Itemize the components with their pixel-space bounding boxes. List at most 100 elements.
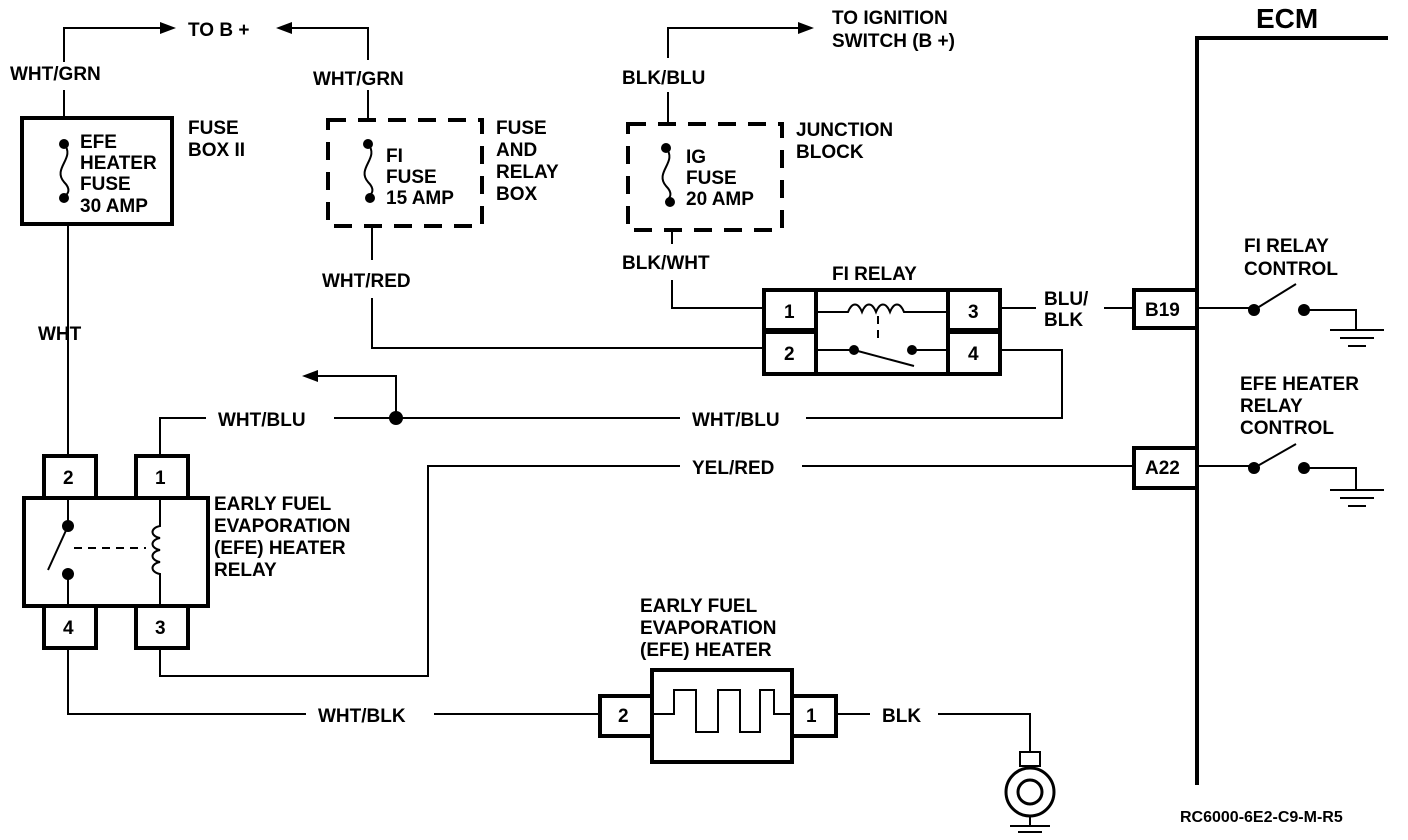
- fi-relay-pin-3: 3: [968, 302, 979, 323]
- efe-relay-pin-box: [134, 454, 190, 500]
- ground-terminal-icon: [1019, 751, 1041, 767]
- ig-fuse-line-3: 20 AMP: [686, 189, 754, 210]
- relay-switch-icon: [47, 525, 69, 571]
- fuse-icon: [661, 147, 672, 203]
- ground-eyelet-icon: [1004, 766, 1056, 818]
- to-ignition-label-2: SWITCH (B +): [832, 31, 955, 52]
- efe-relay-pin-box: [134, 604, 190, 650]
- fuse-relay-box-outline: [326, 118, 484, 228]
- terminal-dot: [665, 197, 675, 207]
- fuse-icon: [363, 143, 374, 199]
- efe-fuse-box: [20, 116, 174, 226]
- fuse-box-ii-line-2: BOX II: [188, 140, 245, 161]
- efe-relay-pin-4: 4: [63, 618, 74, 639]
- fuse-relay-box-line-1: FUSE: [496, 118, 547, 139]
- wire-label-blu-blk-2: BLK: [1044, 310, 1083, 331]
- wire-wht-blu-right: [806, 349, 1063, 419]
- efe-relay-line-3: (EFE) HEATER: [214, 538, 346, 559]
- wire-wht-blk-left: [67, 648, 306, 715]
- efe-heater-pin-box: [790, 694, 838, 738]
- fi-relay-control-line-1: FI RELAY: [1244, 236, 1329, 257]
- ecm-pin-a22: A22: [1145, 458, 1180, 479]
- wire-wht-red: [371, 298, 764, 349]
- efe-relay-pin-1: 1: [155, 468, 166, 489]
- to-b-plus-label: TO B +: [188, 20, 249, 41]
- fi-relay-pin-box: [762, 330, 818, 376]
- wire-to-ignition: [667, 27, 800, 58]
- wire-to-b-plus-left: [63, 27, 164, 62]
- ecm-pin-b19: B19: [1145, 300, 1180, 321]
- fi-relay-pin-4: 4: [968, 344, 979, 365]
- fi-fuse-line-3: 15 AMP: [386, 188, 454, 209]
- terminal-dot: [59, 193, 69, 203]
- to-ignition-label-1: TO IGNITION: [832, 8, 948, 29]
- efe-heater-line-1: EARLY FUEL: [640, 596, 758, 617]
- wire-label-blu-blk-1: BLU/: [1044, 289, 1089, 310]
- wire-label-wht-grn-mid: WHT/GRN: [313, 69, 404, 90]
- wire-label-wht-blu-right: WHT/BLU: [692, 410, 780, 431]
- ecm-switch-icon: [1253, 283, 1297, 311]
- wire-label-wht: WHT: [38, 324, 82, 345]
- reference-code: RC6000-6E2-C9-M-R5: [1180, 809, 1343, 826]
- ig-fuse-line-1: IG: [686, 147, 706, 168]
- efe-fuse-line-4: 30 AMP: [80, 196, 148, 217]
- wire-wht-blu-left: [159, 417, 206, 456]
- fi-relay-control-line-2: CONTROL: [1244, 259, 1338, 280]
- relay-coil-icon: [151, 498, 161, 606]
- arrow-right-icon: [798, 22, 814, 34]
- wire-yel-red-left: [159, 465, 680, 677]
- efe-relay-control-line-2: RELAY: [1240, 396, 1303, 417]
- efe-fuse-line-2: HEATER: [80, 153, 157, 174]
- fi-relay-pin-box: [946, 330, 1002, 376]
- heater-element-icon: [652, 689, 792, 733]
- junction-block-line-2: BLOCK: [796, 142, 864, 163]
- fuse-relay-box-line-3: RELAY: [496, 162, 559, 183]
- wire-label-yel-red: YEL/RED: [692, 458, 774, 479]
- arrow-right-icon: [160, 22, 176, 34]
- wire-blk-b: [938, 713, 1031, 752]
- fi-relay-pin-2: 2: [784, 344, 795, 365]
- efe-heater-body: [650, 668, 794, 764]
- efe-relay-control-line-1: EFE HEATER: [1240, 374, 1359, 395]
- wire-label-blk-blu: BLK/BLU: [622, 68, 705, 89]
- ground-eyelet-icon: [1016, 778, 1044, 806]
- wire-ecm-ground: [1304, 467, 1357, 490]
- fuse-box-ii-line-1: FUSE: [188, 118, 239, 139]
- efe-relay-body: [22, 496, 210, 608]
- fuse-relay-box-line-4: BOX: [496, 184, 538, 205]
- junction-block-line-1: JUNCTION: [796, 120, 893, 141]
- wire-ecm-ground: [1304, 309, 1357, 330]
- efe-fuse-line-1: EFE: [80, 132, 117, 153]
- ecm-title: ECM: [1256, 3, 1318, 34]
- efe-relay-line-4: RELAY: [214, 560, 277, 581]
- wire-blk-wht: [671, 280, 764, 309]
- arrow-left-icon: [302, 370, 318, 382]
- wire-label-wht-blk: WHT/BLK: [318, 706, 406, 727]
- fi-relay-pin-1: 1: [784, 302, 795, 323]
- wire-wht-blu-branch: [314, 375, 397, 418]
- wire-label-wht-grn-left: WHT/GRN: [10, 64, 101, 85]
- efe-heater-pin-1: 1: [806, 706, 817, 727]
- ecm-switch-icon: [1253, 443, 1297, 469]
- fuse-relay-box-line-2: AND: [496, 140, 537, 161]
- efe-relay-pin-3: 3: [155, 618, 166, 639]
- wire-label-wht-red: WHT/RED: [322, 271, 411, 292]
- ig-fuse-line-2: FUSE: [686, 168, 737, 189]
- ecm-pin-a22-box: [1132, 446, 1199, 490]
- fi-fuse-line-2: FUSE: [386, 167, 437, 188]
- wire-to-b-plus-right: [288, 27, 369, 60]
- terminal-dot: [365, 193, 375, 203]
- fi-fuse-line-1: FI: [386, 146, 403, 167]
- efe-relay-line-2: EVAPORATION: [214, 516, 351, 537]
- efe-relay-pin-2: 2: [63, 468, 74, 489]
- efe-relay-pin-box: [42, 454, 98, 500]
- efe-relay-control-line-3: CONTROL: [1240, 418, 1334, 439]
- fi-relay-title: FI RELAY: [832, 264, 917, 285]
- ecm-outline: [1195, 36, 1388, 785]
- ecm-pin-b19-box: [1132, 288, 1199, 330]
- arrow-left-icon: [276, 22, 292, 34]
- wire-label-blk-wht: BLK/WHT: [622, 253, 710, 274]
- efe-fuse-line-3: FUSE: [80, 174, 131, 195]
- wire-label-wht-blu-left: WHT/BLU: [218, 410, 306, 431]
